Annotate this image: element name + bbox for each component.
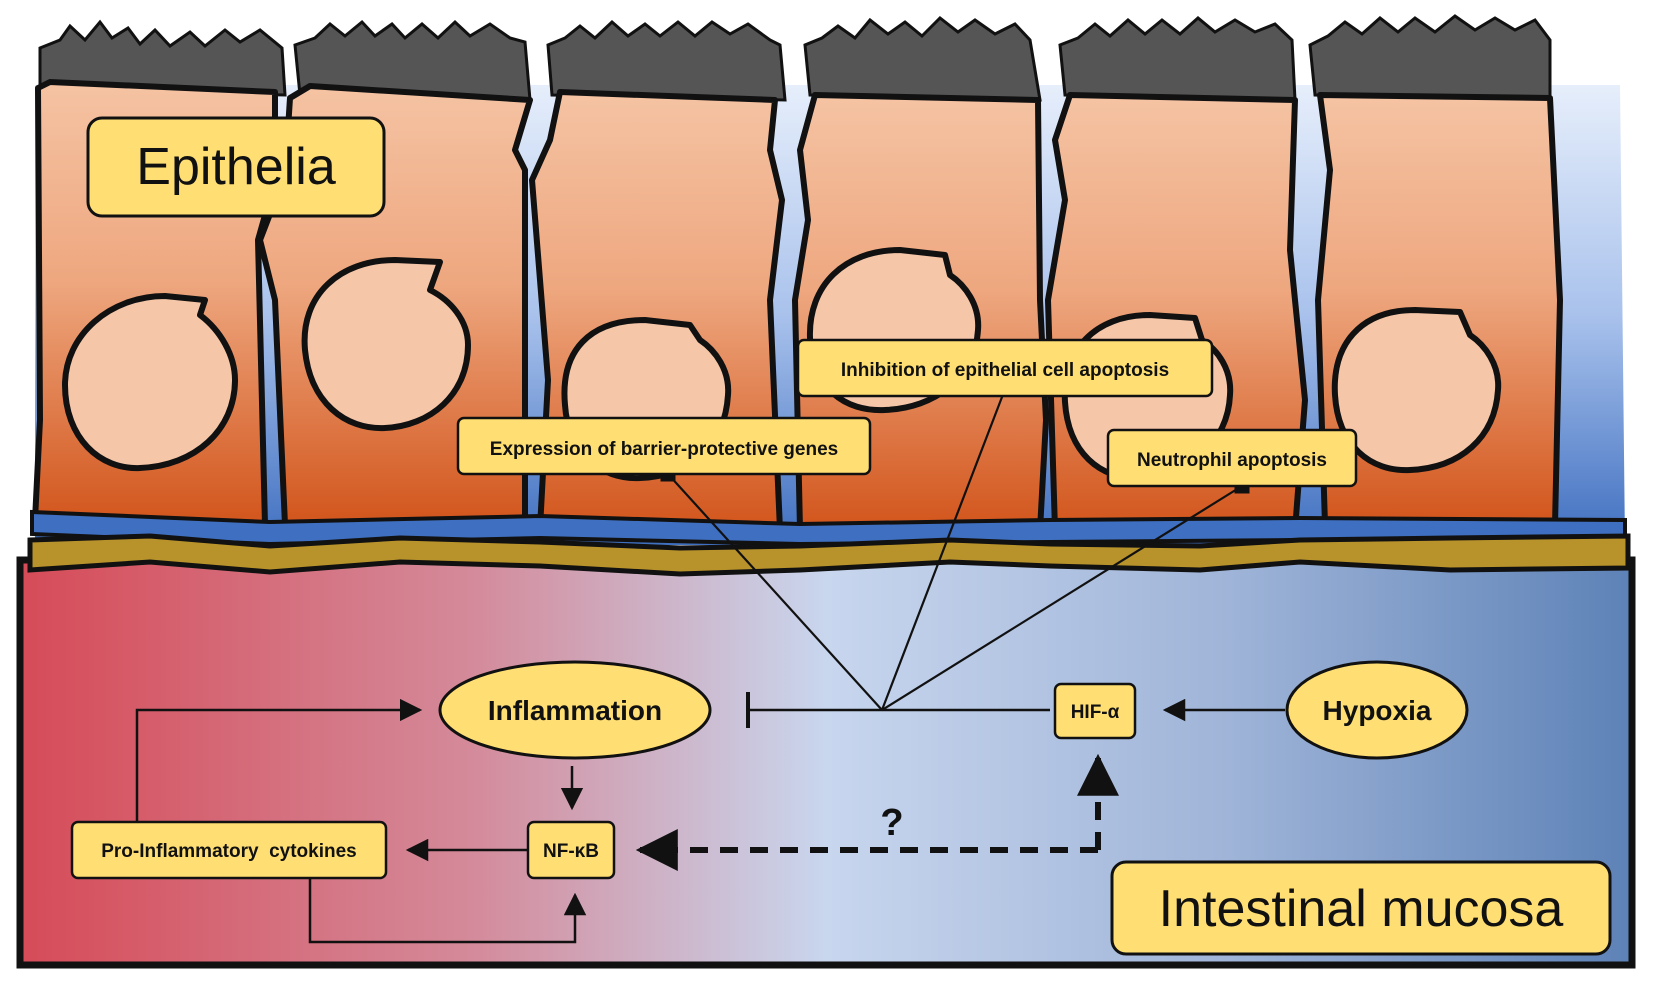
mucosa-label: Intestinal mucosa — [1159, 880, 1564, 938]
mucosa-label-box: Intestinal mucosa — [1110, 860, 1612, 956]
inhibition-apoptosis-box: Inhibition of epithelial cell apoptosis — [796, 338, 1214, 398]
epithelia-label: Epithelia — [136, 138, 336, 196]
pathway-arrows — [135, 692, 1285, 944]
hypoxia-label: Hypoxia — [1323, 695, 1432, 726]
nfkb-node: NF-κB — [526, 820, 616, 880]
cytokines-label: Pro-Inflammatory cytokines — [101, 841, 357, 862]
hif-node: HIF-α — [1053, 682, 1137, 740]
basement-membrane — [27, 533, 1631, 577]
inhibition-apoptosis-label: Inhibition of epithelial cell apoptosis — [841, 360, 1169, 381]
line-to-barrier — [660, 466, 883, 711]
barrier-genes-box: Expression of barrier-protective genes — [456, 416, 872, 476]
arrow-cytokines-to-inflammation — [135, 698, 423, 822]
cilia-layer — [38, 14, 1552, 102]
arrow-cytokines-to-nfkb — [308, 878, 587, 944]
dashed-feedback — [635, 753, 1119, 871]
barrier-genes-label: Expression of barrier-protective genes — [490, 439, 838, 460]
line-to-neutrophil — [881, 478, 1250, 711]
hif-label: HIF-α — [1071, 702, 1120, 723]
neutrophil-apoptosis-label: Neutrophil apoptosis — [1137, 450, 1327, 471]
cytokines-node: Pro-Inflammatory cytokines — [70, 820, 388, 880]
inflammation-node: Inflammation — [438, 660, 712, 760]
inflammation-label: Inflammation — [488, 695, 662, 726]
neutrophil-apoptosis-box: Neutrophil apoptosis — [1106, 428, 1358, 488]
nfkb-label: NF-κB — [543, 841, 599, 862]
hypoxia-node: Hypoxia — [1285, 660, 1469, 760]
line-to-inhibition — [880, 376, 1015, 711]
question-mark: ? — [880, 802, 903, 844]
epithelia-label-box: Epithelia — [86, 116, 386, 218]
effect-lines — [660, 376, 1250, 711]
